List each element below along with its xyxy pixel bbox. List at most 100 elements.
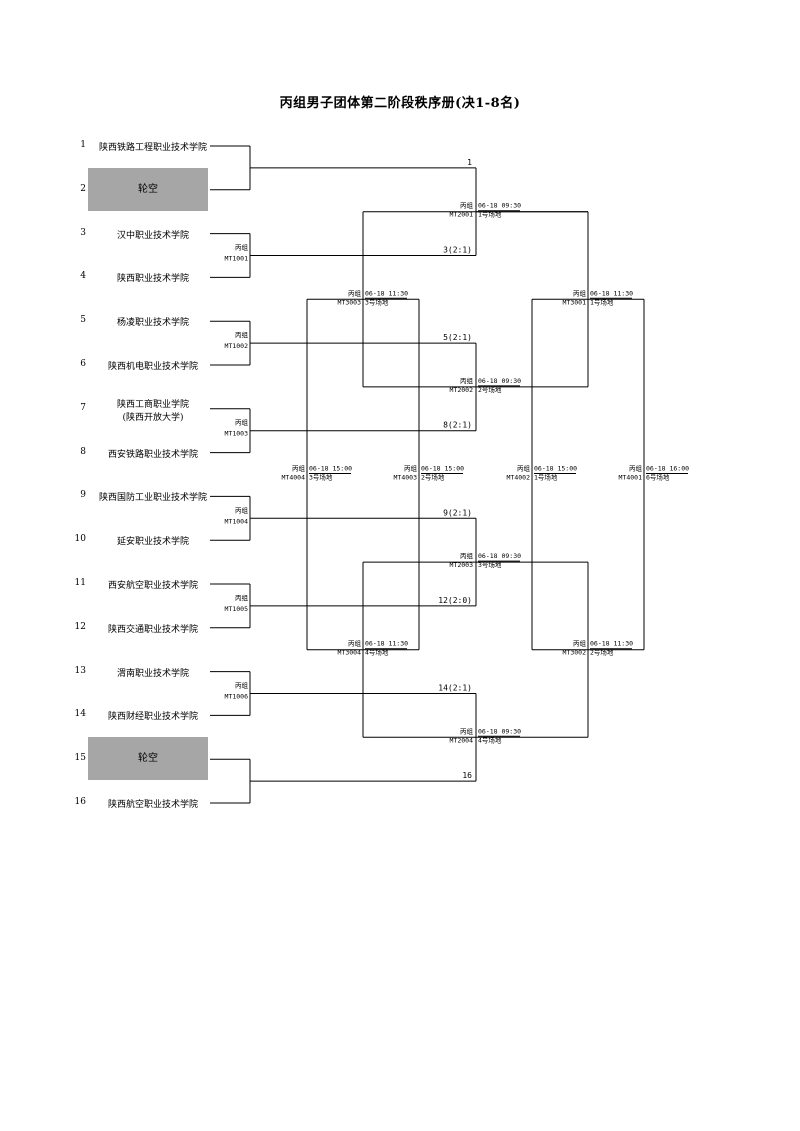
team-name-line2: (陕西开放大学) (122, 412, 184, 423)
match-code: MT1003 (225, 430, 249, 438)
match-group: 丙组 (235, 418, 249, 427)
seed-number: 6 (80, 359, 86, 369)
match-group: 丙组 (629, 464, 643, 473)
team-name: 延安职业技术学院 (116, 537, 189, 548)
seed-number: 15 (74, 753, 86, 764)
match-result: 12(2:0) (438, 596, 472, 605)
match-time: 06-18 15:00 (309, 465, 352, 473)
seed-number: 10 (74, 534, 86, 545)
match-venue: 1号场地 (590, 297, 614, 306)
seed-number: 5 (80, 315, 86, 326)
match-code: MT3004 (338, 649, 362, 657)
seed-number: 11 (74, 578, 86, 588)
seed-number: 16 (74, 797, 86, 807)
seed-number: 14 (74, 709, 86, 720)
seed-number: 3 (80, 227, 86, 238)
match-code: MT4002 (507, 474, 531, 482)
page-title: 丙组男子团体第二阶段秩序册(决1-8名) (279, 96, 521, 111)
match-group: 丙组 (460, 551, 474, 560)
team-name: 陕西铁路工程职业技术学院 (98, 143, 207, 153)
seed-number: 2 (80, 183, 86, 194)
seed-number: 1 (80, 140, 86, 150)
match-venue: 6号场地 (646, 473, 670, 482)
seed-number: 8 (80, 446, 86, 457)
team-name: 陕西国防工业职业技术学院 (98, 493, 207, 504)
match-group: 丙组 (235, 681, 249, 690)
match-code: MT1005 (225, 605, 249, 613)
match-result: 14(2:1) (438, 684, 472, 693)
match-result: 3(2:1) (443, 246, 472, 255)
team-name: 陕西工商职业学院 (116, 399, 189, 410)
match-group: 丙组 (573, 639, 587, 648)
seed-number: 13 (74, 665, 86, 676)
match-venue: 4号场地 (365, 648, 389, 657)
seed-number: 4 (80, 271, 86, 282)
match-venue: 3号场地 (309, 473, 333, 482)
match-code: MT4004 (282, 474, 306, 482)
match-time: 06-18 15:00 (534, 465, 577, 473)
match-group: 丙组 (235, 505, 249, 514)
match-code: MT1004 (225, 517, 249, 525)
match-group: 丙组 (404, 464, 418, 473)
match-venue: 3号场地 (478, 560, 502, 569)
match-result: 8(2:1) (443, 421, 472, 430)
match-code: MT2003 (450, 561, 474, 569)
match-group: 丙组 (460, 201, 474, 210)
match-code: MT2004 (450, 736, 474, 744)
match-time: 06-18 11:30 (365, 289, 408, 297)
team-name: 陕西交通职业技术学院 (107, 624, 198, 635)
match-result: 1 (467, 158, 472, 167)
match-time: 06-18 09:30 (478, 377, 521, 385)
match-code: MT1001 (225, 255, 249, 263)
match-time: 06-18 15:00 (421, 465, 464, 473)
team-name: 陕西财经职业技术学院 (107, 712, 198, 723)
match-group: 丙组 (460, 376, 474, 385)
match-code: MT4001 (619, 474, 643, 482)
match-venue: 4号场地 (478, 735, 502, 744)
match-code: MT3002 (563, 649, 587, 657)
match-time: 06-18 11:30 (590, 640, 633, 648)
match-venue: 2号场地 (478, 385, 502, 394)
match-result: 5(2:1) (443, 333, 472, 342)
team-name: 西安航空职业技术学院 (107, 581, 198, 591)
match-group: 丙组 (460, 726, 474, 735)
match-venue: 3号场地 (365, 297, 389, 306)
match-result: 16 (462, 771, 472, 780)
bye-slot: 轮空 (88, 737, 208, 781)
team-name: 陕西航空职业技术学院 (107, 800, 198, 810)
match-venue: 2号场地 (590, 648, 614, 657)
team-name: 陕西机电职业技术学院 (107, 362, 198, 372)
match-group: 丙组 (348, 639, 362, 648)
match-group: 丙组 (235, 593, 249, 602)
match-time: 06-18 16:00 (646, 465, 689, 473)
seed-number: 12 (74, 621, 86, 632)
team-name: 汉中职业技术学院 (116, 230, 189, 241)
match-group: 丙组 (348, 288, 362, 297)
match-code: MT1006 (225, 693, 249, 701)
match-group: 丙组 (235, 243, 249, 252)
match-time: 06-18 09:30 (478, 202, 521, 210)
seed-number: 7 (80, 402, 86, 413)
bye-slot: 轮空 (88, 167, 208, 211)
match-code: MT3003 (338, 298, 362, 306)
team-name: 西安铁路职业技术学院 (107, 449, 198, 460)
match-code: MT2001 (450, 211, 474, 219)
match-code: MT1002 (225, 342, 249, 350)
seed-number: 9 (80, 490, 86, 501)
match-time: 06-18 11:30 (590, 289, 633, 297)
team-name: 陕西职业技术学院 (116, 274, 189, 285)
match-group: 丙组 (517, 464, 531, 473)
match-result: 9(2:1) (443, 508, 472, 517)
match-venue: 1号场地 (534, 473, 558, 482)
match-group: 丙组 (235, 330, 249, 339)
match-code: MT2002 (450, 386, 474, 394)
match-group: 丙组 (292, 464, 306, 473)
team-name: 渭南职业技术学院 (116, 668, 189, 679)
match-venue: 1号场地 (478, 210, 502, 219)
match-time: 06-18 09:30 (478, 727, 521, 735)
match-code: MT3001 (563, 298, 587, 306)
match-time: 06-18 09:30 (478, 552, 521, 560)
match-time: 06-18 11:30 (365, 640, 408, 648)
match-group: 丙组 (573, 288, 587, 297)
